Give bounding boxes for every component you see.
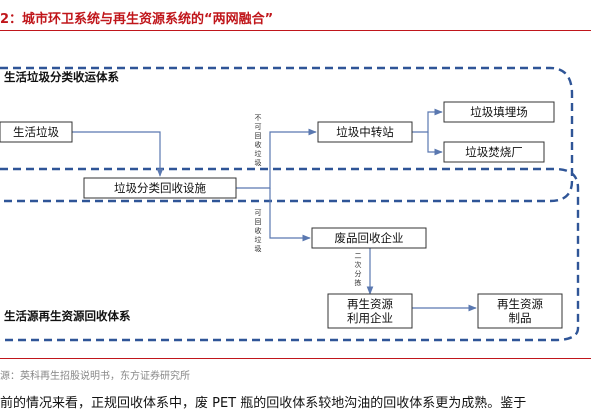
arrow-household-to-sorting — [72, 131, 164, 177]
edge-label-secondary-sort-0: 二 — [355, 252, 362, 260]
figure-title: 2：城市环卫系统与再生资源系统的“两网融合” — [0, 12, 274, 27]
recycling-system-label: 生活源再生资源回收体系 — [4, 309, 131, 323]
arrow-sorting-to-recycler — [269, 188, 311, 242]
box-products-line1: 再生资源 — [497, 297, 543, 311]
box-reuse-company-line1: 再生资源 — [347, 297, 393, 311]
title-rule — [0, 30, 591, 31]
edge-label-recyclable-1: 回 — [255, 218, 262, 226]
edge-label-recyclable-0: 可 — [255, 209, 262, 217]
box-reuse-company — [327, 293, 413, 329]
source-rule — [0, 358, 591, 359]
box-landfill-label: 垃圾填埋场 — [470, 105, 528, 119]
edge-label-non-recyclable-4: 垃 — [255, 149, 262, 158]
edge-label-non-recyclable-0: 不 — [255, 114, 262, 122]
box-landfill — [443, 101, 555, 123]
edge-label-recyclable-2: 收 — [255, 226, 262, 235]
box-products-line2: 制品 — [509, 311, 532, 325]
arrow-transfer-to-incineration — [427, 132, 443, 156]
box-household-waste — [0, 121, 73, 143]
box-sorting-facility-label: 垃圾分类回收设施 — [114, 181, 206, 195]
edge-label-non-recyclable-2: 回 — [255, 132, 262, 140]
source-note: 源：英科再生招股说明书，东方证券研究所 — [0, 371, 190, 382]
edge-label-non-recyclable-1: 可 — [255, 123, 262, 131]
arrow-sorting-to-transfer — [236, 128, 317, 189]
box-sorting-facility — [83, 177, 237, 199]
box-incineration — [443, 141, 545, 163]
two-network-diagram: 生活垃圾分类收运体系 生活源再生资源回收体系 生活垃圾 垃圾分类回收设施 垃圾中… — [0, 66, 580, 342]
edge-label-non-recyclable-5: 圾 — [255, 159, 262, 167]
collection-system-label: 生活垃圾分类收运体系 — [4, 70, 119, 84]
box-products — [477, 293, 563, 329]
box-transfer-station-label: 垃圾中转站 — [336, 125, 394, 139]
box-reuse-company-line2: 利用企业 — [347, 311, 393, 325]
edge-label-non-recyclable-3: 收 — [255, 140, 262, 149]
edge-label-recyclable-3: 垃 — [255, 235, 262, 244]
edge-label-secondary-sort-2: 分 — [355, 269, 362, 278]
box-household-waste-label: 生活垃圾 — [13, 125, 59, 139]
box-waste-recycler — [311, 227, 427, 249]
arrow-transfer-to-landfill — [412, 108, 443, 133]
edge-label-secondary-sort-1: 次 — [355, 260, 362, 269]
box-transfer-station — [317, 121, 413, 143]
body-paragraph: 前的情况来看，正规回收体系中，废 PET 瓶的回收体系较地沟油的回收体系更为成熟… — [0, 396, 527, 411]
edge-label-secondary-sort-3: 拣 — [355, 278, 362, 287]
box-waste-recycler-label: 废品回收企业 — [335, 231, 404, 245]
edge-label-recyclable-4: 圾 — [255, 245, 262, 253]
recycling-system-outline — [0, 167, 580, 342]
box-incineration-label: 垃圾焚烧厂 — [465, 145, 523, 159]
